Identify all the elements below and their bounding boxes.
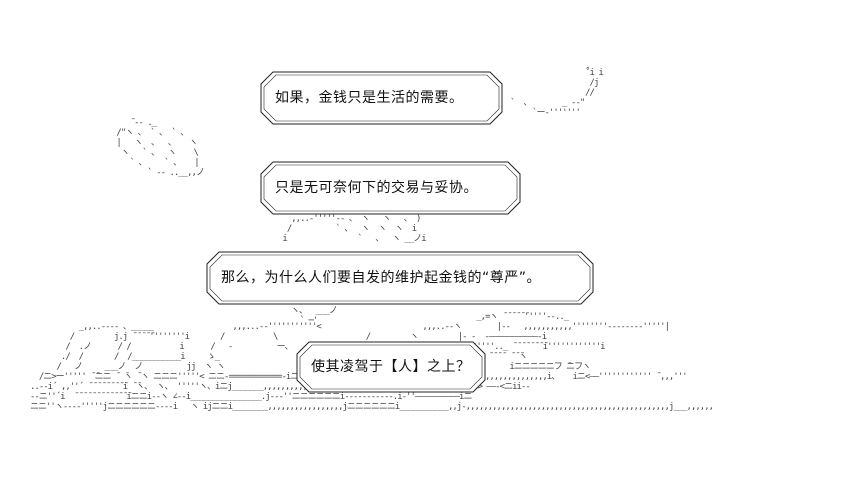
- bubble-text-2: 只是无可奈何下的交易与妥协。: [275, 180, 478, 196]
- bubble-frame: [296, 341, 486, 393]
- speech-bubble-3: 那么，为什么人们要自发的维护起金钱的“尊严”。: [206, 251, 594, 305]
- bubble-text-4: 使其凌驾于【人】之上？: [311, 359, 471, 375]
- bubble-frame: [260, 71, 503, 125]
- bubble-text-1: 如果，金钱只是生活的需要。: [275, 90, 464, 106]
- art-left-floating-loop: ̄ ‐- ._ /"ヽ 、 ` 、 ` 、 | ヽ 、 、 ヽ ヽ ` 、 ヽ …: [116, 118, 205, 178]
- speech-bubble-4: 使其凌驾于【人】之上？: [296, 341, 486, 393]
- art-right-top-curve: ˚i i /j // ` 、 _ -‐" `ー‐''''''': [510, 68, 604, 118]
- art-center-tail: ヽ、 ___ノ ` ─': [290, 306, 338, 326]
- speech-bubble-1: 如果，金钱只是生活的需要。: [260, 71, 503, 125]
- art-center-cloud: ,,..-'''''-‐ 、 ヽ ヽ 、 ) / ` 、 ヽ ヽ ヽ i i `…: [282, 214, 426, 244]
- bubble-frame: [260, 161, 521, 215]
- bubble-frame: [206, 251, 594, 305]
- speech-bubble-2: 只是无可奈何下的交易与妥协。: [260, 161, 521, 215]
- bubble-text-3: 那么，为什么人们要自发的维护起金钱的“尊严”。: [221, 270, 542, 286]
